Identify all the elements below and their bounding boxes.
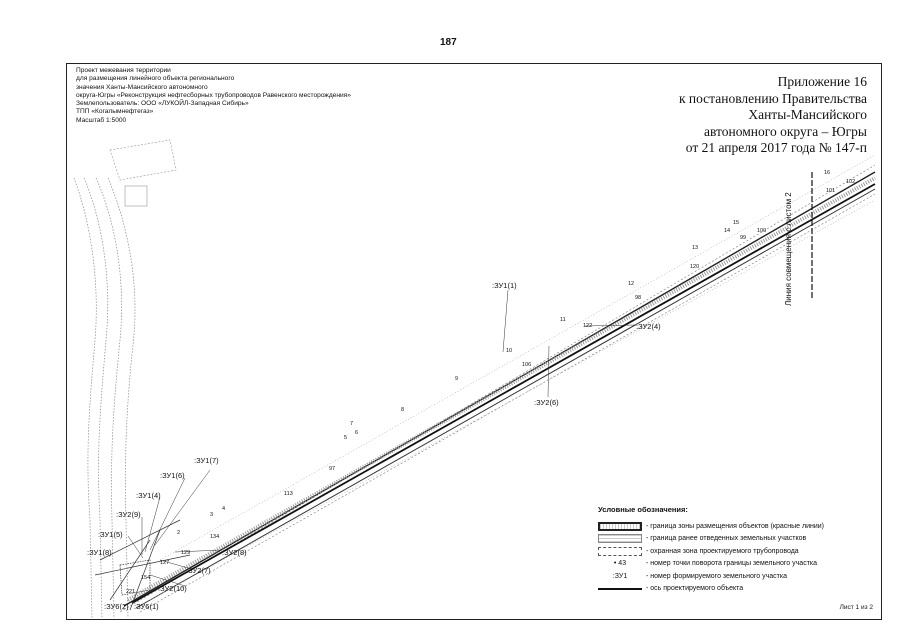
parcel-label: :ЗУ2(9)	[116, 510, 141, 519]
point-number: 10	[506, 348, 513, 354]
project-info-block: Проект межевания территории для размещен…	[76, 67, 351, 125]
parcel-label: :ЗУ1(4)	[136, 491, 161, 500]
point-number: 5	[344, 435, 348, 441]
parcel-label: :ЗУ2(8)	[222, 548, 247, 557]
point-number: 120	[690, 264, 700, 270]
point-number: 127	[160, 560, 170, 566]
legend-item: - граница зоны размещения объектов (крас…	[598, 520, 868, 533]
turning-point-symbol: • 43	[613, 560, 627, 568]
point-number: 14	[724, 228, 731, 234]
point-number: 11	[560, 317, 566, 323]
project-info-line: Проект межевания территории	[76, 67, 171, 74]
appendix-line: от 21 апреля 2017 года № 147-п	[685, 140, 867, 155]
legend-item: • 43 - номер точки поворота границы земе…	[598, 558, 868, 571]
legend-text: - граница ранее отведенных земельных уча…	[646, 535, 807, 543]
parcel-label: :ЗУ1(5)	[98, 530, 123, 539]
legend-item: - граница ранее отведенных земельных уча…	[598, 533, 868, 546]
parcel-label: :ЗУ2(6)	[534, 398, 559, 407]
point-number: 154	[141, 575, 151, 581]
point-number: 221	[126, 589, 136, 595]
legend-item: - ось проектируемого объекта	[598, 583, 868, 596]
point-number: 12	[628, 281, 635, 287]
appendix-line: к постановлению Правительства	[678, 90, 867, 106]
parcel-label: :ЗУ1(7)	[194, 456, 219, 465]
point-number: 122	[583, 323, 593, 329]
legend-text: - номер точки поворота границы земельног…	[646, 560, 818, 568]
point-number: 97	[329, 466, 336, 472]
point-number: 101	[826, 188, 836, 194]
parcel-label: :ЗУ1(8)	[87, 548, 112, 557]
point-number: 129	[181, 550, 191, 556]
parcel-label: :ЗУ2(4)	[636, 322, 661, 331]
corridor-lines	[119, 154, 876, 613]
parcel-label: :ЗУ1(1)	[492, 281, 517, 290]
legend-item: :ЗУ1 - номер формируемого земельного уча…	[598, 570, 868, 583]
point-number: 4	[222, 506, 226, 512]
legend-text: - граница зоны размещения объектов (крас…	[646, 522, 825, 530]
point-number: 15	[733, 220, 740, 226]
parcel-label: :ЗУ6(1)	[134, 602, 159, 611]
point-number: 100	[757, 228, 767, 234]
legend-text: - номер формируемого земельного участка	[646, 572, 787, 580]
legend-text: - ось проектируемого объекта	[646, 585, 744, 593]
legend-text: - охранная зона проектируемого трубопров…	[646, 547, 799, 555]
point-number: 134	[210, 534, 220, 540]
page-number: 187	[440, 37, 457, 48]
point-number: 98	[635, 295, 642, 301]
join-line-label: Линия совмещения с листом 2	[784, 192, 793, 306]
project-info-line: ТПП «Когалымнефтегаз»	[76, 108, 154, 116]
appendix-line: Ханты-Мансийского	[748, 107, 867, 122]
point-number: 2	[177, 530, 181, 536]
legend-title: Условные обозначения:	[598, 505, 688, 514]
appendix-line: автономного округа – Югры	[704, 123, 867, 139]
project-info-line: округа-Югры «Реконструкция нефтесборных …	[76, 91, 351, 99]
junction-lines	[94, 519, 191, 611]
legend: Условные обозначения: - граница зоны раз…	[598, 505, 868, 595]
map-frame	[66, 63, 882, 620]
appendix-line: Приложение 16	[777, 74, 867, 89]
point-number: 16	[824, 170, 831, 176]
parcel-label: :ЗУ2(10)	[158, 584, 187, 593]
point-number: 13	[692, 245, 699, 251]
axis-symbol	[598, 584, 642, 593]
leader-lines	[127, 289, 637, 587]
parcel-label: :ЗУ1(6)	[160, 471, 185, 480]
sheet-label: Лист 1 из 2	[839, 604, 873, 611]
appendix-header: Приложение 16 к постановлению Правительс…	[567, 74, 867, 157]
point-number: 6	[355, 430, 359, 436]
point-number: 7	[350, 421, 354, 427]
parcel-label: :ЗУ2(7)	[186, 566, 211, 575]
project-info-line: Масштаб 1:5000	[76, 116, 127, 124]
road-band	[73, 177, 136, 619]
previous-parcel-symbol	[598, 534, 642, 544]
previous-parcel	[109, 139, 177, 207]
parcel-label: :ЗУ6(2)	[104, 602, 129, 611]
point-number: 3	[210, 512, 214, 518]
guard-zone-symbol	[598, 546, 642, 556]
project-info-line: Землепользователь: ООО «ЛУКОЙЛ-Западная …	[76, 100, 249, 108]
project-info-line: значения Ханты-Мансийского автономного	[76, 83, 208, 91]
parcel-number-symbol: :ЗУ1	[612, 572, 628, 580]
point-number: 9	[455, 376, 459, 382]
point-number: 99	[740, 235, 747, 241]
point-number: 8	[401, 407, 405, 413]
red-line-symbol	[598, 521, 642, 531]
point-number: 106	[522, 362, 532, 368]
point-number: 113	[284, 491, 293, 497]
project-info-line: для размещения линейного объекта региона…	[76, 75, 235, 83]
legend-item: - охранная зона проектируемого трубопров…	[598, 545, 868, 558]
point-number: 102	[846, 179, 856, 185]
